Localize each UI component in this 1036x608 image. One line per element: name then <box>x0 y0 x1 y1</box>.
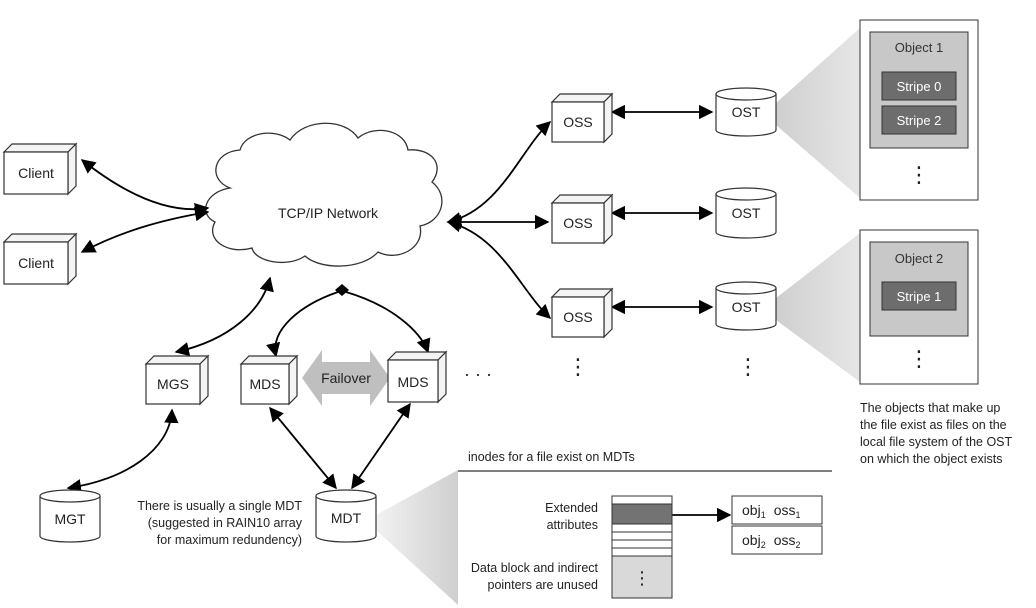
mgs-box[interactable]: MGS <box>144 354 210 406</box>
client-label-2: Client <box>18 255 54 271</box>
ost-label-1: OST <box>732 104 761 120</box>
ost-note-line-1: The objects that make up <box>860 401 1000 415</box>
oss-label-2: OSS <box>563 215 593 231</box>
inodes-heading: inodes for a file exist on MDTs <box>468 450 635 464</box>
ost1-callout-shade <box>776 28 860 198</box>
client-box-2[interactable]: Client <box>2 232 78 286</box>
arrow-mgs-mgt <box>66 408 179 494</box>
ost-label-3: OST <box>732 299 761 315</box>
object2-stripe-1-label: Stripe 1 <box>897 289 942 304</box>
mds-right-box[interactable]: MDS <box>386 350 448 404</box>
mdt-note-line-1: There is usually a single MDT <box>137 499 302 513</box>
arrow-mds-left-mdt <box>269 406 337 490</box>
ost-cylinder-2[interactable]: OST <box>715 187 777 239</box>
arrow-network-oss1 <box>446 121 552 227</box>
ost-note-line-2: the file exist as files on the <box>860 418 1007 432</box>
mdt-note: There is usually a single MDT (suggested… <box>137 499 302 547</box>
object1-title: Object 1 <box>895 40 943 55</box>
object2-panel: Object 2 Stripe 1 ⋮ <box>859 229 979 385</box>
arrow-network-oss3 <box>446 218 552 319</box>
mdt-callout-shade <box>376 470 458 605</box>
datablock-label-2: pointers are unused <box>488 578 599 592</box>
inode-labels: Extended attributes Data block and indir… <box>471 501 599 592</box>
mds-left-label: MDS <box>249 376 280 392</box>
ost-ellipsis: ⋮ <box>737 354 759 379</box>
ost-cylinder-1[interactable]: OST <box>715 87 777 137</box>
inode-stack: ⋮ <box>611 495 673 599</box>
mgt-label: MGT <box>54 511 86 527</box>
mds-left-box[interactable]: MDS <box>239 354 299 406</box>
ost-cylinder-3[interactable]: OST <box>715 281 777 331</box>
object2-ellipsis: ⋮ <box>908 346 930 371</box>
inode-extended-attr <box>611 503 673 525</box>
ost-note-line-3: local file system of the OST <box>860 435 1013 449</box>
arrow-network-mds-right <box>345 291 431 354</box>
object1-stripe-2-label: Stripe 2 <box>897 113 942 128</box>
mdt-cylinder[interactable]: MDT <box>315 489 377 543</box>
mdt-label: MDT <box>331 510 362 526</box>
arrow-client2-network <box>80 207 210 253</box>
object2-title: Object 2 <box>895 251 943 266</box>
mds-right-label: MDS <box>397 374 428 390</box>
datablock-label-1: Data block and indirect <box>471 561 599 575</box>
mds-more-dots: · · · <box>464 364 492 384</box>
inode-data-block <box>611 555 673 599</box>
object2-stripe-1 <box>881 281 957 311</box>
network-label: TCP/IP Network <box>278 205 379 221</box>
mdt-note-line-2: (suggested in RAIN10 array <box>148 516 303 530</box>
object1-panel: Object 1 Stripe 0 Stripe 2 ⋮ <box>859 19 979 201</box>
arrow-mgs-network <box>174 276 274 357</box>
object1-stripe-0-label: Stripe 0 <box>897 79 942 94</box>
extended-label-2: attributes <box>547 518 598 532</box>
inode-ellipsis: ⋮ <box>633 568 651 588</box>
oss-box-3[interactable]: OSS <box>550 287 614 339</box>
ost-label-2: OST <box>732 205 761 221</box>
failover-arrow <box>302 350 390 406</box>
client-label-1: Client <box>18 165 54 181</box>
oss-box-2[interactable]: OSS <box>550 193 614 245</box>
ost-note-line-4: on which the object exists <box>860 452 1002 466</box>
oss-box-1[interactable]: OSS <box>550 92 614 144</box>
ost-note: The objects that make up the file exist … <box>860 401 1013 466</box>
mgt-cylinder[interactable]: MGT <box>39 489 101 543</box>
network-diamond <box>335 284 349 296</box>
oss-label-1: OSS <box>563 114 593 130</box>
mdt-note-line-3: for maximum redundency) <box>157 533 302 547</box>
ost3-callout-shade <box>776 233 860 382</box>
object1-stripe-2 <box>881 105 957 135</box>
oss-label-3: OSS <box>563 309 593 325</box>
object1-stripe-0 <box>881 71 957 101</box>
arrow-client1-network <box>80 159 210 218</box>
arrow-mds-right-mdt <box>351 402 411 490</box>
oss-ellipsis: ⋮ <box>567 354 589 379</box>
failover-label: Failover <box>321 370 371 386</box>
connection-arrows <box>66 104 732 523</box>
arrow-network-mds-left <box>266 291 339 358</box>
client-box-1[interactable]: Client <box>2 142 78 196</box>
network-cloud <box>205 122 443 267</box>
extended-label-1: Extended <box>545 501 598 515</box>
mgs-label: MGS <box>157 376 189 392</box>
object1-ellipsis: ⋮ <box>908 162 930 187</box>
